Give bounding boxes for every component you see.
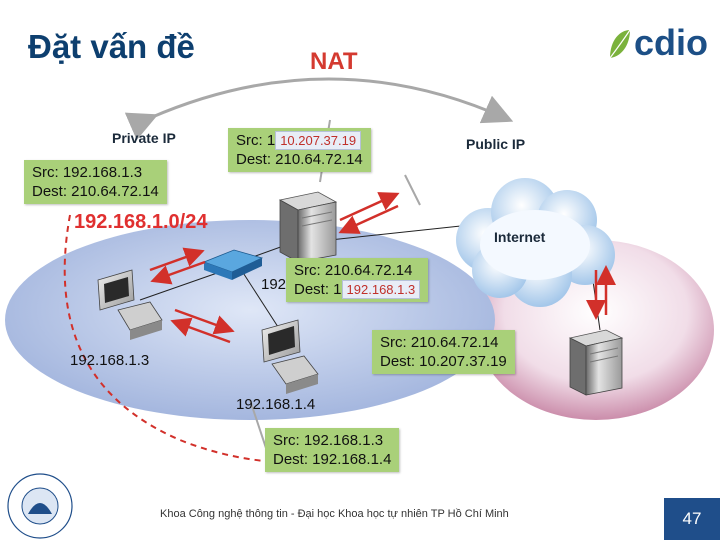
internet-cloud <box>456 178 615 307</box>
host-left-ip: 192.168.1.3 <box>70 352 150 369</box>
packet-5-dest: Dest: 192.168.1.4 <box>273 451 392 468</box>
nat-server-icon <box>278 191 338 263</box>
packet-box-4: Src: 210.64.72.14 Dest: 10.207.37.19 <box>372 330 515 374</box>
footer-text: Khoa Công nghệ thông tin - Đại học Khoa … <box>160 508 509 520</box>
packet-3-dest-translated: 192.168.1.3 <box>341 280 421 299</box>
pc-middle-icon <box>261 319 319 394</box>
page-number: 47 <box>664 498 720 540</box>
university-seal <box>7 473 73 539</box>
packet-1-dest: Dest: 210.64.72.14 <box>32 183 159 200</box>
leaf-icon <box>609 29 631 59</box>
packet-2-dest: Dest: 210.64.72.14 <box>236 151 363 168</box>
lan-ellipse <box>5 220 495 420</box>
packet-3-src: Src: 210.64.72.14 <box>294 262 413 279</box>
private-public-arc <box>124 77 514 141</box>
traffic-arrows <box>149 192 616 344</box>
private-ip-label: Private IP <box>112 130 176 146</box>
remote-server-icon <box>568 329 624 396</box>
network-label: 192.168.1.0/24 <box>74 211 208 233</box>
packet-2-src-prefix: Src: 1 <box>236 132 276 149</box>
packet-4-dest: Dest: 10.207.37.19 <box>380 353 507 370</box>
public-ip-label: Public IP <box>466 136 526 152</box>
packet-box-5: Src: 192.168.1.3 Dest: 192.168.1.4 <box>265 428 400 472</box>
packet-2-src-translated: 10.207.37.19 <box>275 131 362 150</box>
packet-1-src: Src: 192.168.1.3 <box>32 164 143 181</box>
packet-5-src: Src: 192.168.1.3 <box>273 432 384 449</box>
cdio-logo: cdio <box>606 22 709 70</box>
switch-icon <box>202 249 264 280</box>
pc-left-icon <box>97 269 163 340</box>
packet-3-dest-prefix: Dest: 1 <box>294 281 342 298</box>
internet-label: Internet <box>494 229 546 245</box>
dashed-path <box>63 214 396 464</box>
logo-text: cdio <box>634 22 709 63</box>
packet-4-src: Src: 210.64.72.14 <box>380 334 499 351</box>
host-mid-ip: 192.168.1.4 <box>236 396 316 413</box>
packet-box-1: Src: 192.168.1.3 Dest: 210.64.72.14 <box>24 160 167 204</box>
nat-heading: NAT <box>310 48 358 75</box>
slide-title: Đặt vấn đề <box>28 28 195 65</box>
router-ip-partial: 192 <box>261 276 287 293</box>
